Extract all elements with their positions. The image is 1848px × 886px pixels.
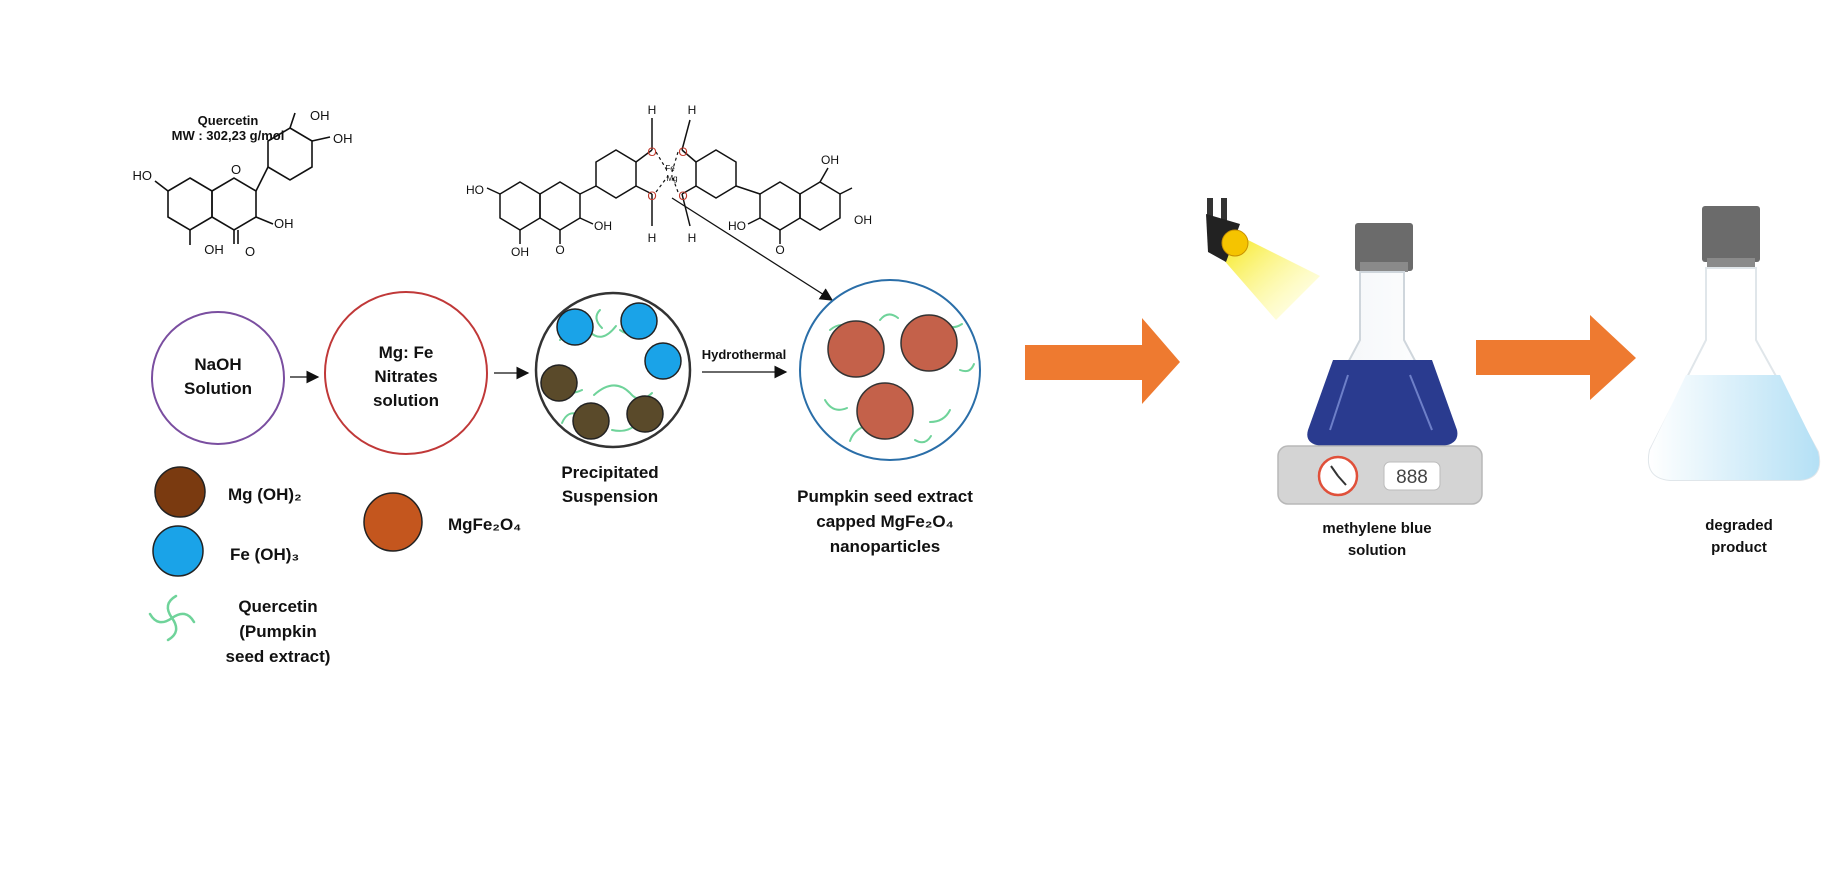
- hydrothermal-label: Hydrothermal: [702, 347, 787, 362]
- mb-label-line-2: solution: [1348, 542, 1406, 559]
- naoh-line-2: Solution: [184, 379, 252, 398]
- c-oh-3: OH: [511, 245, 529, 259]
- precipitated-line-1: Precipitated: [561, 463, 658, 482]
- flask-stopper-2: [1702, 206, 1760, 262]
- magnetic-stirrer: [1277, 445, 1483, 505]
- nanoparticles-line-3: nanoparticles: [830, 537, 941, 556]
- legend: Mg (OH)₂ Fe (OH)₃ Quercetin (Pumpkin see…: [148, 466, 521, 666]
- quercetin-name: Quercetin: [198, 113, 259, 128]
- mgoh2-particle: [540, 364, 578, 402]
- legend-quercetin-line-3: seed extract): [226, 647, 331, 666]
- c-o-3: O: [678, 145, 687, 159]
- q-oh-3: OH: [274, 216, 294, 231]
- legend-mgfe2o4-label: MgFe₂O₄: [448, 515, 521, 534]
- q-oh-1: OH: [310, 108, 330, 123]
- mgfe2o4-particle: [900, 314, 958, 372]
- q-oh-2: OH: [333, 131, 353, 146]
- flask-stopper: [1355, 223, 1413, 271]
- c-o-keto-1: O: [555, 243, 564, 257]
- mb-label-line-1: methylene blue: [1322, 520, 1431, 537]
- legend-mgfe2o4-swatch: [363, 492, 423, 552]
- legend-quercetin-line-2: (Pumpkin: [239, 622, 316, 641]
- naoh-solution-node: NaOH Solution: [151, 311, 285, 445]
- complex-to-nanoparticle-arrow: [671, 197, 834, 301]
- process-arrow-1: [1025, 318, 1180, 404]
- c-h-2: H: [688, 103, 697, 117]
- legend-mgoh2-label: Mg (OH)₂: [228, 485, 302, 504]
- quercetin-structure: Quercetin MW : 302,23 g/mol OH OH HO OH …: [133, 108, 353, 259]
- mgoh2-particle: [626, 395, 664, 433]
- metal-complex-structure: Fe Mg H H H H O O O O HO OH HO OH OH OH …: [466, 103, 872, 301]
- degraded-label-line-1: degraded: [1705, 517, 1773, 534]
- q-o-ring: O: [231, 162, 241, 177]
- nanoparticles-node: Pumpkin seed extract capped MgFe₂O₄ nano…: [797, 279, 981, 556]
- q-oh-4: OH: [204, 242, 224, 257]
- lamp-bulb: [1221, 229, 1249, 257]
- mgfe2o4-particle: [856, 382, 914, 440]
- stirrer-display: 888: [1396, 467, 1428, 488]
- naoh-line-1: NaOH: [194, 355, 241, 374]
- mgoh2-particle: [572, 402, 610, 440]
- mgfe2o4-particle: [827, 320, 885, 378]
- c-oh-4: OH: [821, 153, 839, 167]
- feoh3-particle: [620, 302, 658, 340]
- nitrates-line-3: solution: [373, 391, 439, 410]
- lamp: [1206, 198, 1320, 320]
- q-o-keto: O: [245, 244, 255, 259]
- c-ho-1: HO: [466, 183, 484, 197]
- c-ho-2: HO: [728, 219, 746, 233]
- metal-mg: Mg: [666, 174, 677, 183]
- legend-mgoh2-swatch: [154, 466, 206, 518]
- nanoparticles-line-1: Pumpkin seed extract: [797, 487, 973, 506]
- legend-quercetin-line-1: Quercetin: [238, 597, 317, 616]
- c-o-1: O: [647, 145, 656, 159]
- c-oh-1: OH: [594, 219, 612, 233]
- precipitated-line-2: Suspension: [562, 487, 658, 506]
- nitrates-line-1: Mg: Fe: [379, 343, 434, 362]
- c-oh-2: OH: [854, 213, 872, 227]
- c-o-keto-2: O: [775, 243, 784, 257]
- quercetin-mw: MW : 302,23 g/mol: [172, 128, 285, 143]
- c-o-4: O: [678, 189, 687, 203]
- c-o-2: O: [647, 189, 656, 203]
- legend-feoh3-label: Fe (OH)₃: [230, 545, 299, 564]
- process-arrow-2: [1476, 315, 1636, 400]
- legend-quercetin-icon: [148, 594, 196, 642]
- precipitated-suspension-node: Precipitated Suspension: [534, 291, 692, 506]
- methylene-blue-setup: 888 methylene blue solution: [1277, 223, 1483, 559]
- legend-feoh3-swatch: [152, 525, 204, 577]
- c-h-1: H: [648, 103, 657, 117]
- nitrates-line-2: Nitrates: [374, 367, 437, 386]
- nanoparticles-line-2: capped MgFe₂O₄: [816, 512, 954, 531]
- degraded-label-line-2: product: [1711, 539, 1767, 556]
- light-beam: [1222, 232, 1320, 320]
- degraded-product-setup: degraded product: [1648, 206, 1821, 556]
- c-h-4: H: [688, 231, 697, 245]
- feoh3-particle: [556, 308, 594, 346]
- feoh3-particle: [644, 342, 682, 380]
- degraded-liquid: [1648, 375, 1820, 480]
- c-h-3: H: [648, 231, 657, 245]
- q-ho: HO: [133, 168, 153, 183]
- nitrates-solution-node: Mg: Fe Nitrates solution: [324, 291, 488, 455]
- metal-fe: Fe: [665, 164, 675, 173]
- methylene-blue-liquid: [1307, 360, 1458, 446]
